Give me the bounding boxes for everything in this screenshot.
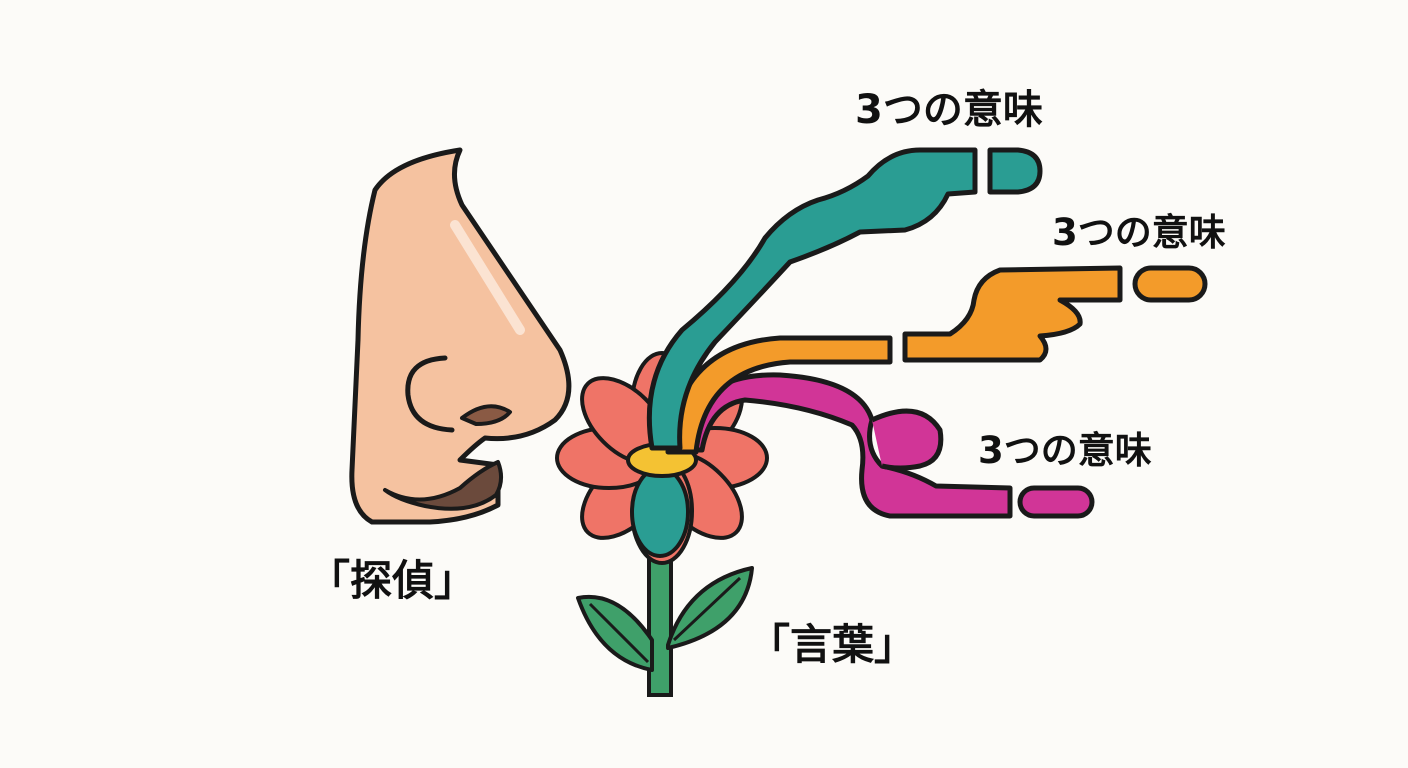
meaning-label-bottom: 3つの意味 [978,429,1152,472]
mustache-icon [383,460,503,511]
detective-label: 「探偵」 [308,556,477,605]
meaning-label-top: 3つの意味 [855,87,1043,133]
scent-trail-icon [646,147,1043,451]
word-label: 「言葉」 [748,620,917,669]
meaning-label-middle: 3つの意味 [1052,211,1226,254]
scent-trail-icon [677,372,1095,519]
nose-icon [349,147,572,525]
